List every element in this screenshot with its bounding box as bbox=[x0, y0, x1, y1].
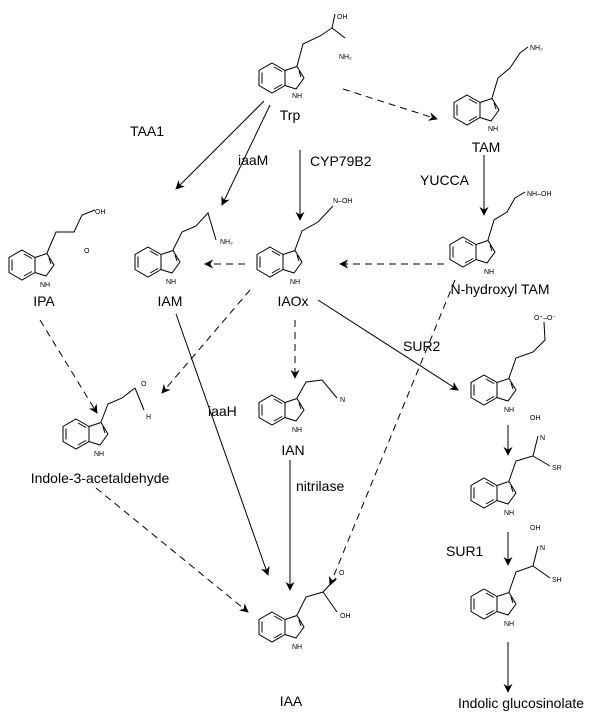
nhtam-nhoh: NH–OH bbox=[527, 191, 552, 198]
trp-oh: OH bbox=[337, 14, 348, 21]
arrow-trp-ipa bbox=[175, 100, 265, 190]
trp-nh: NH bbox=[292, 93, 302, 100]
tam-nh2: NH₂ bbox=[530, 45, 543, 52]
thio-sh-structure: OH N SH NH bbox=[470, 525, 562, 628]
arrow-ipa-iaald bbox=[39, 319, 98, 414]
ian-n: N bbox=[340, 397, 345, 404]
ipa-oh: OH bbox=[95, 209, 106, 216]
enzyme-iaah: iaaH bbox=[208, 403, 237, 419]
iaa-oh: OH bbox=[340, 613, 351, 620]
label-iaald: Indole-3-acetaldehyde bbox=[31, 470, 170, 486]
iaox-structure: N–OH NH bbox=[256, 198, 352, 286]
nhtam-nh: NH bbox=[484, 269, 494, 276]
arrow-iaox-iaald bbox=[161, 289, 251, 394]
enzyme-yucca: YUCCA bbox=[420, 172, 470, 188]
sur2-nitrone: O⁺–O⁻ bbox=[534, 315, 556, 322]
thio-sr-sr: SR bbox=[552, 465, 562, 472]
enzyme-labels: TAA1 iaaM CYP79B2 YUCCA SUR2 iaaH nitril… bbox=[130, 123, 484, 559]
trp-structure: OH NH₂ NH bbox=[258, 13, 352, 100]
label-iaox: IAOx bbox=[277, 293, 308, 309]
tam-nh: NH bbox=[488, 126, 498, 133]
sur2-product-structure: O⁺–O⁻ NH bbox=[470, 315, 556, 414]
iam-nh: NH bbox=[166, 279, 176, 286]
nhtam-structure: NH–OH NH bbox=[449, 191, 552, 276]
arrow-trp-iam bbox=[221, 104, 271, 206]
label-trp: Trp bbox=[280, 107, 301, 123]
thio-sr-structure: OH N SR NH bbox=[470, 415, 562, 517]
enzyme-taa1: TAA1 bbox=[130, 123, 164, 139]
label-iam: IAM bbox=[158, 293, 183, 309]
iam-structure: NH₂ NH bbox=[134, 212, 233, 286]
iaox-oxime: N–OH bbox=[333, 198, 352, 205]
ipa-o: O bbox=[84, 248, 90, 255]
arrows bbox=[39, 88, 513, 693]
label-tam: TAM bbox=[472, 139, 501, 155]
enzyme-sur1: SUR1 bbox=[446, 543, 484, 559]
sur2-nh: NH bbox=[504, 407, 514, 414]
iaald-structure: O H NH bbox=[62, 381, 151, 458]
iaa-structure: O OH NH bbox=[258, 570, 351, 651]
enzyme-cyp79b2: CYP79B2 bbox=[310, 153, 372, 169]
ian-structure: N NH bbox=[258, 379, 345, 434]
ipa-structure: OH O NH bbox=[8, 209, 106, 289]
enzyme-nitrilase: nitrilase bbox=[296, 478, 344, 494]
arrow-iam-iaa bbox=[175, 313, 270, 576]
label-iaa: IAA bbox=[280, 693, 303, 709]
label-glucosinolate: Indolic glucosinolate bbox=[458, 695, 584, 711]
thio-sr-nh: NH bbox=[504, 510, 514, 517]
label-ipa: IPA bbox=[33, 293, 55, 309]
thio-sr-oh: OH bbox=[530, 415, 541, 422]
enzyme-sur2: SUR2 bbox=[403, 338, 441, 354]
iam-nh2: NH₂ bbox=[220, 239, 233, 246]
iaa-o: O bbox=[339, 570, 345, 577]
iaald-h: H bbox=[146, 414, 151, 421]
iaox-nh: NH bbox=[290, 279, 300, 286]
ipa-nh: NH bbox=[40, 282, 50, 289]
label-ian: IAN bbox=[281, 442, 304, 458]
iaa-nh: NH bbox=[292, 644, 302, 651]
arrow-iaox-sur2 bbox=[317, 299, 459, 391]
arrow-iaald-iaa bbox=[95, 487, 249, 613]
trp-nh2: NH₂ bbox=[339, 54, 352, 61]
thio-sr-n: N bbox=[540, 435, 545, 442]
thio-sh-n: N bbox=[540, 545, 545, 552]
iaald-nh: NH bbox=[94, 451, 104, 458]
arrow-trp-tam bbox=[342, 88, 438, 121]
tam-structure: NH₂ NH bbox=[453, 45, 543, 133]
thio-sh-nh: NH bbox=[504, 621, 514, 628]
enzyme-iaam: iaaM bbox=[238, 152, 268, 168]
iaald-o: O bbox=[141, 381, 147, 388]
thio-sh-oh: OH bbox=[530, 525, 541, 532]
ian-nh: NH bbox=[292, 427, 302, 434]
compound-labels: Trp TAM IPA IAM IAOx N-hydroxyl TAM IAN … bbox=[31, 107, 585, 711]
label-nhtam: N-hydroxyl TAM bbox=[450, 281, 549, 297]
arrow-nhtam-iaa bbox=[328, 279, 456, 586]
thio-sh-sh: SH bbox=[552, 577, 562, 584]
